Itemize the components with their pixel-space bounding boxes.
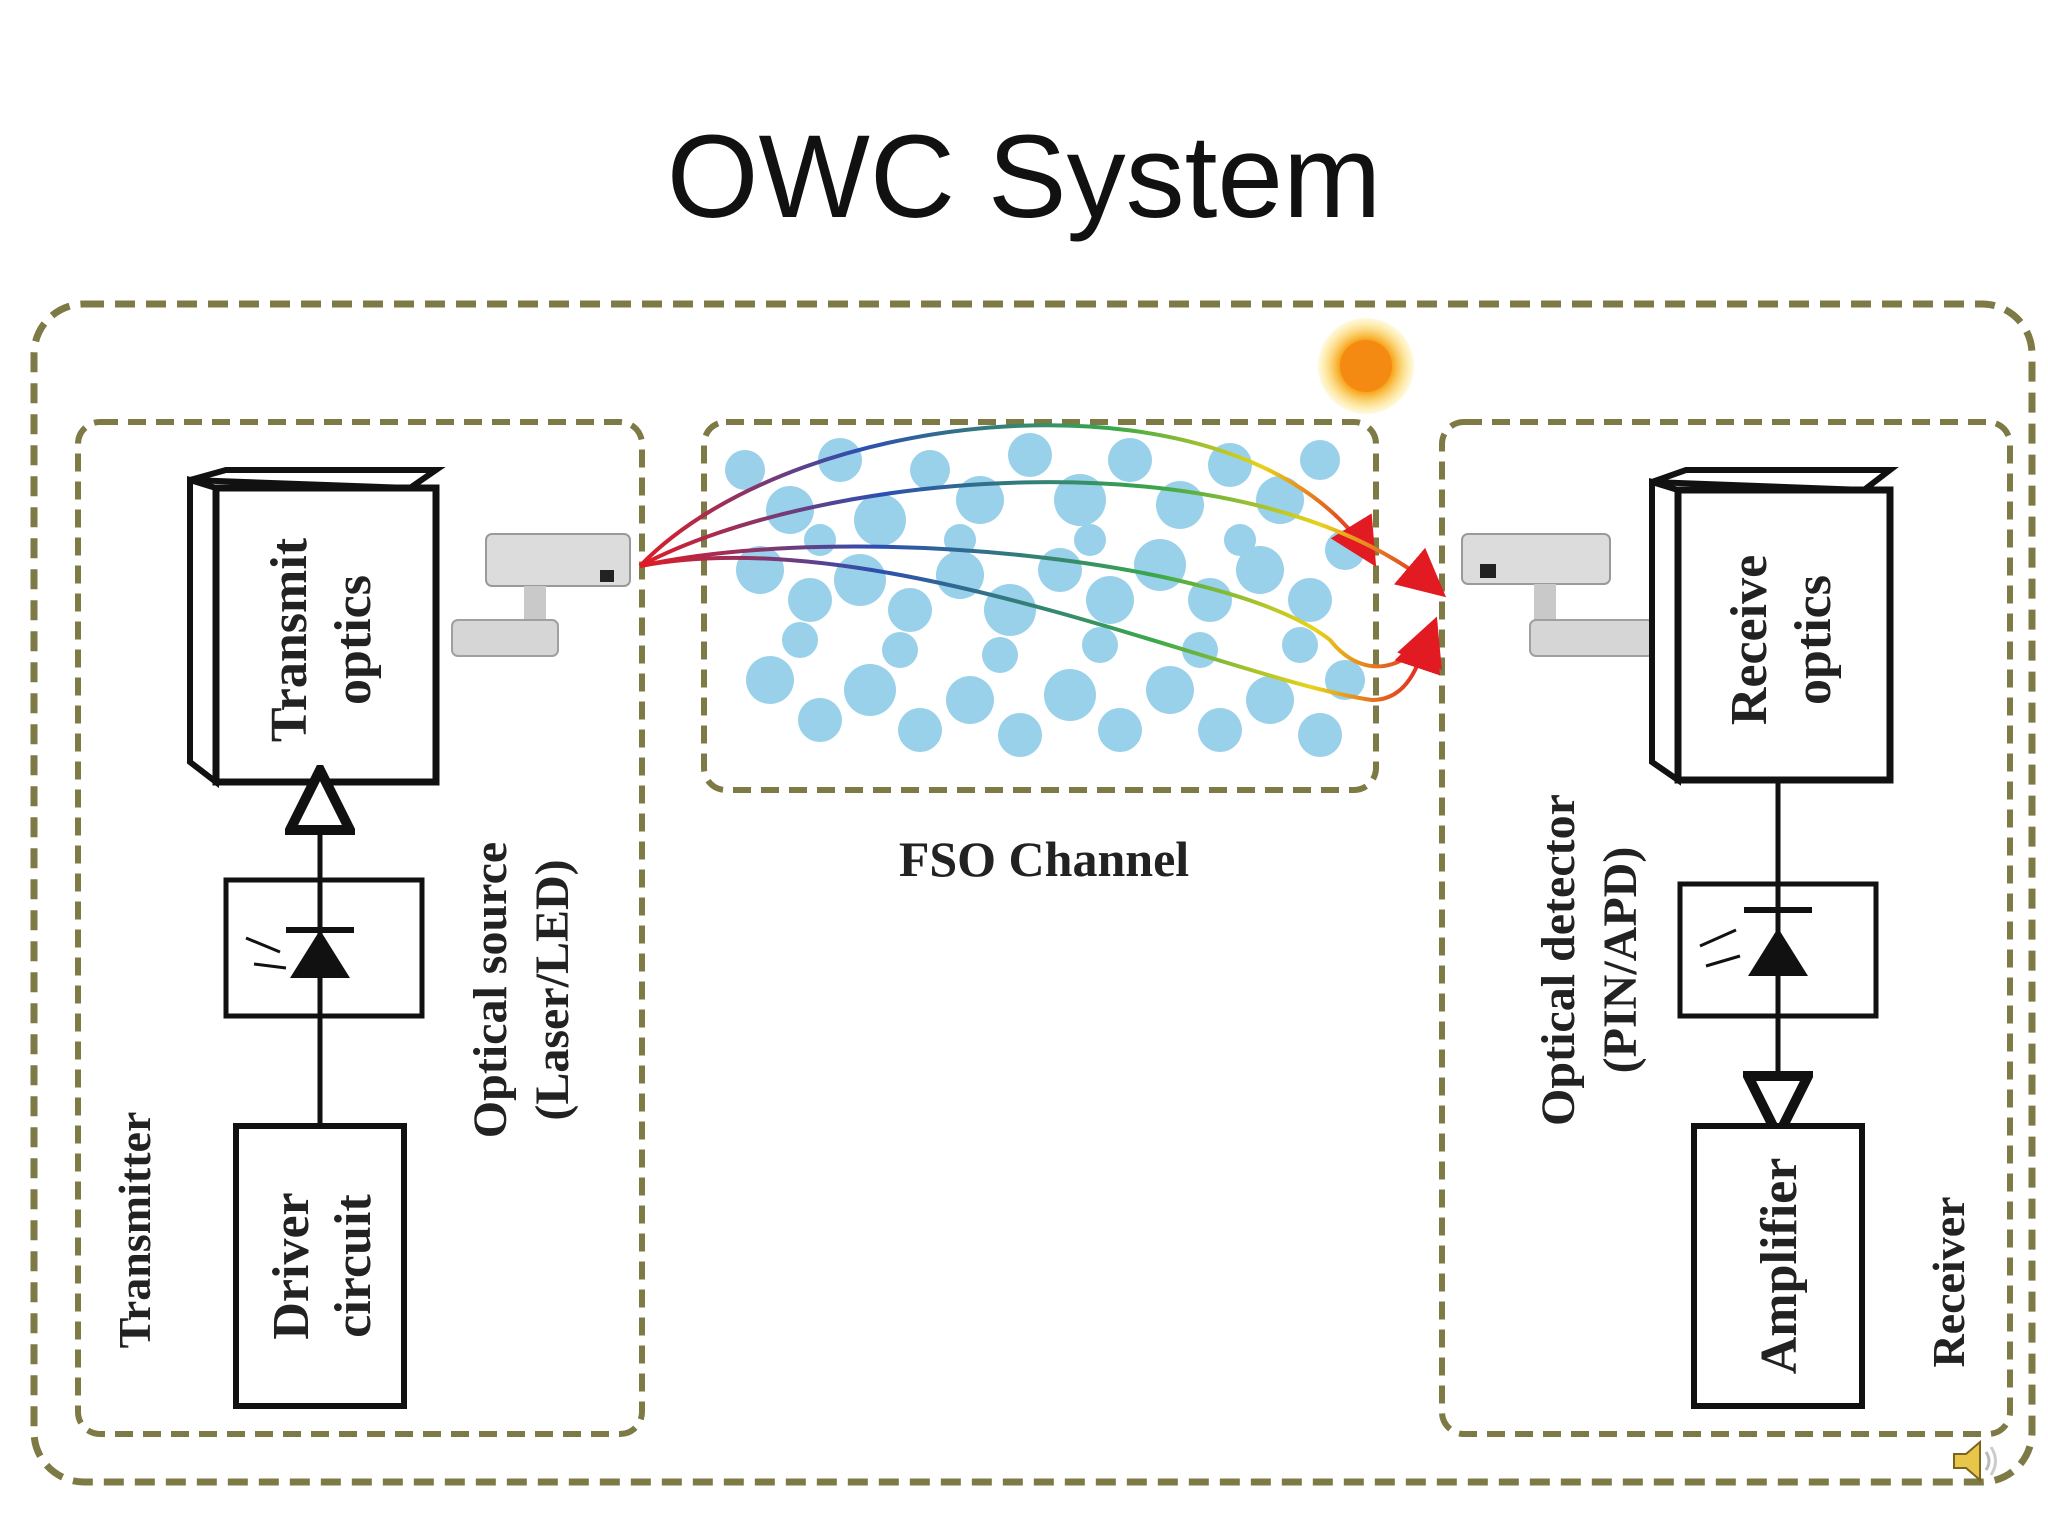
optical-detector-label-1: Optical detector: [1532, 794, 1585, 1126]
fso-channel-boundary: [701, 419, 1379, 793]
receive-optics-label-2: optics: [1785, 575, 1842, 705]
photodiode-icon: [1677, 881, 1879, 1019]
slide-title: OWC System: [666, 111, 1382, 243]
optical-detector-label-2: (PIN/APD): [1594, 847, 1647, 1074]
fog-droplets: [725, 433, 1365, 757]
receiver-label: Receiver: [1923, 1196, 1974, 1367]
transmit-optics-label-1: Transmit: [261, 537, 318, 742]
receive-optics-block: Receive optics: [1649, 467, 1899, 786]
driver-circuit-label-1: Driver: [263, 1192, 320, 1339]
rx-camera-icon: [1461, 533, 1655, 657]
driver-circuit-label-2: circuit: [325, 1194, 382, 1338]
tx-camera-icon: [451, 533, 631, 657]
transmitter-label: Transmitter: [109, 1112, 160, 1349]
optical-source-label-1: Optical source: [464, 842, 517, 1138]
speaker-icon[interactable]: [1948, 1432, 2006, 1490]
receiver-boundary: [1439, 419, 2013, 1437]
optical-beams: [638, 423, 1447, 703]
fso-channel-label: FSO Channel: [899, 831, 1189, 887]
transmit-optics-label-2: optics: [325, 575, 382, 705]
receive-optics-label-1: Receive: [1721, 555, 1778, 725]
transmit-optics-block: Transmit optics: [187, 467, 446, 789]
driver-circuit-block: Driver circuit: [233, 1123, 407, 1409]
led-diode-icon: [223, 877, 425, 1019]
amplifier-label: Amplifier: [1751, 1158, 1808, 1375]
system-boundary: [30, 300, 2036, 1486]
amplifier-block: Amplifier: [1691, 1123, 1865, 1409]
transmitter-boundary: [75, 419, 645, 1437]
optical-source-label-2: (Laser/LED): [526, 859, 579, 1120]
sun-icon: [1318, 318, 1414, 414]
